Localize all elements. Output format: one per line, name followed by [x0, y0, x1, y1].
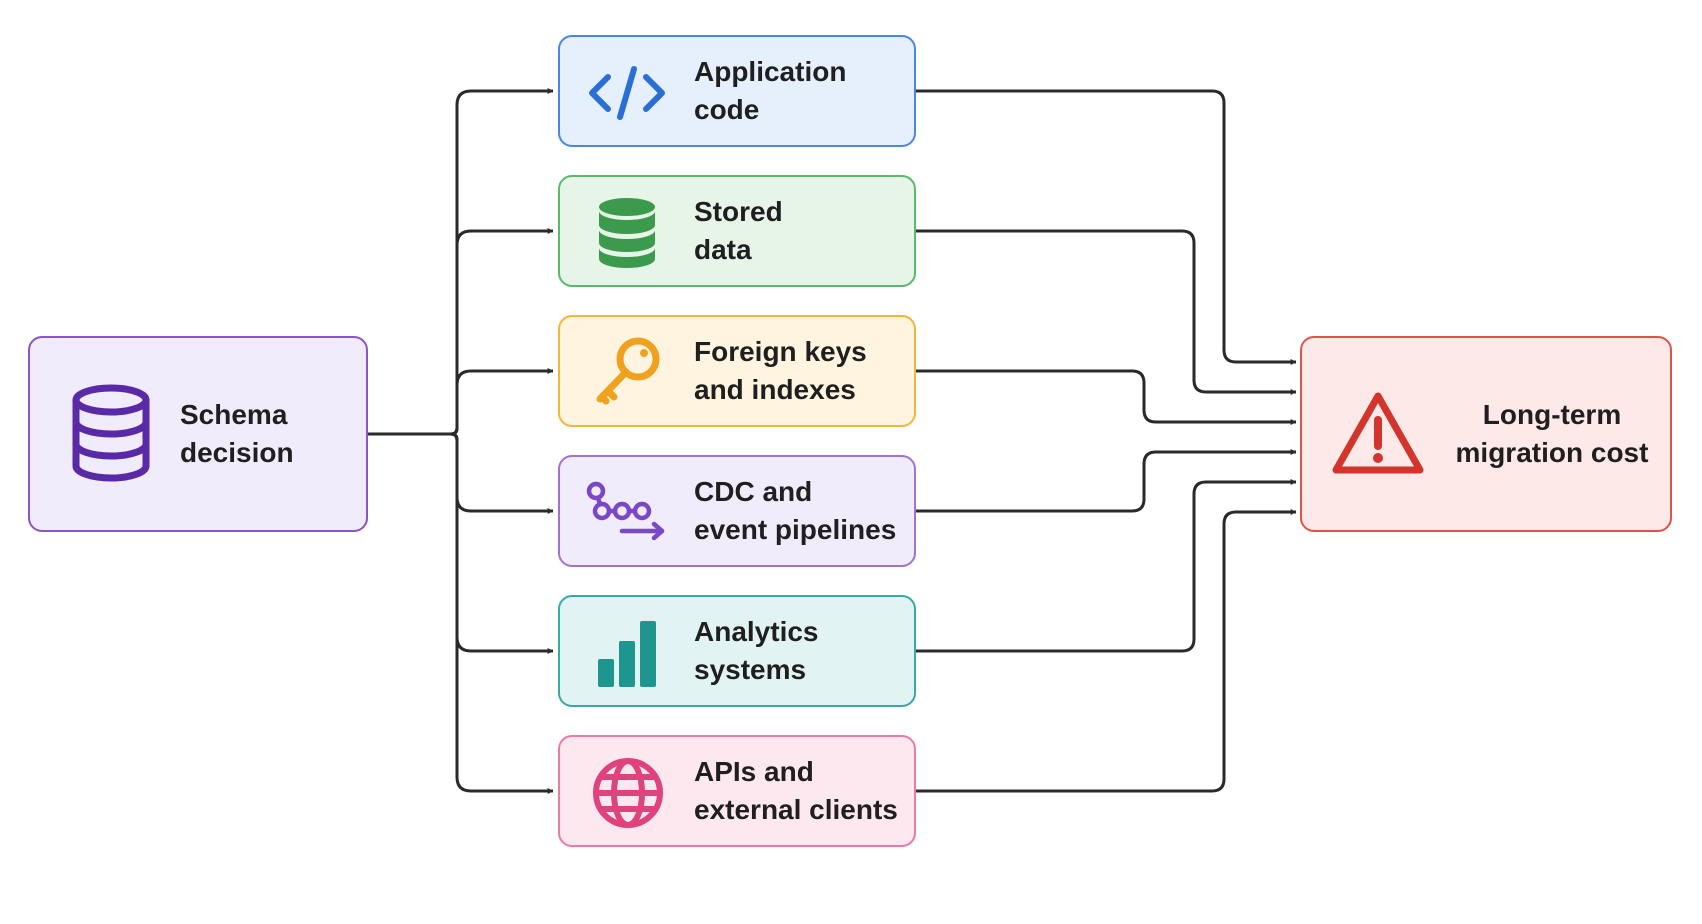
connector-fanout-stored-data	[450, 228, 554, 436]
long-term-migration-cost-line-1: Long-term	[1482, 399, 1622, 430]
connector-fanout-analytics-systems	[450, 432, 554, 654]
bar-chart-icon	[598, 621, 656, 687]
connector-fanin-apis-external	[916, 509, 1297, 793]
connectors	[368, 88, 1297, 794]
globe-icon	[593, 758, 663, 828]
application-code-box: Application code	[558, 35, 916, 147]
schema-decision-box: Schema decision	[28, 336, 368, 532]
long-term-migration-cost-line-2: migration cost	[1455, 437, 1649, 468]
apis-external-box: APIs and external clients	[558, 735, 916, 847]
application-code-line-2: code	[694, 94, 760, 125]
stored-data-label: Stored data	[694, 193, 783, 269]
connector-fanin-application-code	[916, 89, 1297, 365]
analytics-systems-line-2: systems	[694, 654, 807, 685]
analytics-systems-line-1: Analytics	[694, 616, 819, 647]
schema-decision-label: Schema decision	[180, 396, 294, 472]
foreign-keys-line-2: and indexes	[694, 374, 856, 405]
code-icon	[589, 66, 665, 120]
stored-data-line-1: Stored	[694, 196, 783, 227]
long-term-migration-cost-label: Long-term migration cost	[1450, 396, 1654, 472]
schema-decision-line-1: Schema	[180, 399, 288, 430]
foreign-keys-box: Foreign keys and indexes	[558, 315, 916, 427]
database-icon	[72, 384, 150, 482]
connector-fanout-foreign-keys	[450, 368, 554, 436]
application-code-line-1: Application	[694, 56, 847, 87]
analytics-systems-box: Analytics systems	[558, 595, 916, 707]
apis-external-line-1: APIs and	[694, 756, 814, 787]
cdc-pipelines-line-1: CDC and	[694, 476, 813, 507]
warning-icon	[1332, 392, 1424, 474]
foreign-keys-line-1: Foreign keys	[694, 336, 867, 367]
connector-fanout-apis-external	[450, 432, 554, 794]
pipeline-icon	[586, 481, 665, 541]
foreign-keys-label: Foreign keys and indexes	[694, 333, 867, 409]
database-stack-icon	[599, 198, 655, 268]
long-term-migration-cost-box: Long-term migration cost	[1300, 336, 1672, 532]
connector-fanout-application-code	[450, 88, 554, 436]
stored-data-line-2: data	[694, 234, 752, 265]
application-code-label: Application code	[694, 53, 846, 129]
cdc-pipelines-line-2: event pipelines	[694, 514, 897, 545]
schema-decision-line-2: decision	[180, 437, 294, 468]
connector-fanout-cdc-pipelines	[450, 432, 554, 514]
stored-data-box: Stored data	[558, 175, 916, 287]
analytics-systems-label: Analytics systems	[694, 613, 819, 689]
cdc-pipelines-label: CDC and event pipelines	[694, 473, 896, 549]
connector-fanin-cdc-pipelines	[916, 449, 1297, 513]
connector-fanin-stored-data	[916, 229, 1297, 395]
apis-external-line-2: external clients	[694, 794, 898, 825]
key-icon	[596, 337, 660, 405]
cdc-pipelines-box: CDC and event pipelines	[558, 455, 916, 567]
apis-external-label: APIs and external clients	[694, 753, 898, 829]
connector-fanin-analytics-systems	[916, 479, 1297, 653]
connector-fanin-foreign-keys	[916, 369, 1297, 425]
